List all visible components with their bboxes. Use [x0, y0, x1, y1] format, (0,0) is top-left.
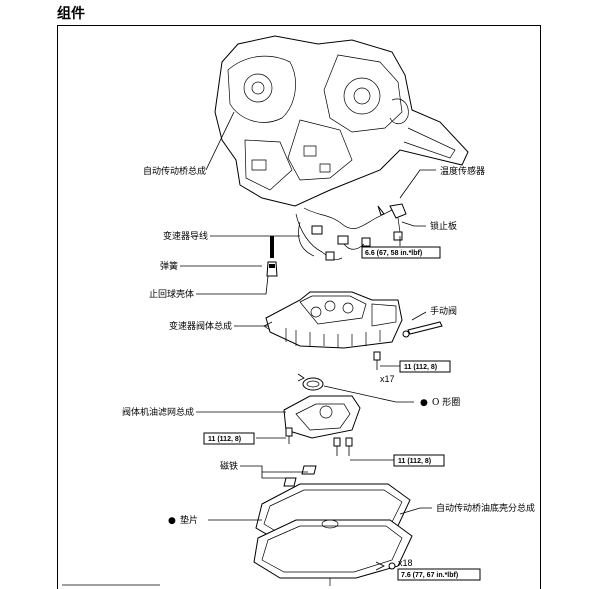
qty-valve-body-bolts: x17	[380, 374, 395, 384]
torque-box-oil-pan: 7.6 (77, 67 in.*lbf)	[397, 568, 481, 581]
label-lock-plate: 锁止板	[430, 220, 457, 232]
strainer-drawing	[283, 395, 361, 456]
torque-strainer-left-text: 11 (112, 8)	[208, 436, 241, 443]
valve-body-drawing	[263, 291, 443, 370]
torque-sensor-text: 6.6 (67, 58 in.*lbf)	[365, 250, 422, 257]
label-o-ring: O 形圈	[432, 396, 460, 408]
leader-o-ring	[323, 385, 414, 403]
label-gasket: 垫片	[180, 514, 198, 526]
label-check-ball: 止回球壳体	[149, 288, 194, 300]
transaxle-housing-drawing	[214, 35, 469, 207]
label-strainer: 阀体机油滤网总成	[122, 406, 194, 418]
torque-strainer-right-text: 11 (112, 8)	[398, 458, 431, 465]
label-temp-sensor: 温度传感器	[440, 165, 485, 177]
o-ring-drawing	[297, 373, 324, 391]
spring-drawing	[266, 236, 278, 277]
label-spring: 弹簧	[160, 260, 178, 272]
qty-oil-pan-bolts: x18	[398, 558, 413, 568]
magnet-drawing	[283, 465, 317, 487]
leader-lock-plate	[401, 221, 426, 227]
leader-transaxle	[205, 111, 235, 171]
torque-oil-pan-text: 7.6 (77, 67 in.*lbf)	[401, 572, 458, 579]
label-wire: 变速器导线	[163, 230, 208, 242]
bullet-o-ring-icon: ●	[420, 398, 428, 408]
leader-lines	[180, 111, 436, 521]
bullet-gasket-icon: ●	[168, 516, 176, 526]
label-transaxle: 自动传动桥总成	[143, 165, 206, 177]
leader-magnet	[240, 465, 308, 479]
leader-manual-valve	[411, 311, 427, 321]
torque-valve-body-text: 11 (112, 8)	[404, 364, 437, 371]
oil-pan-drawing	[253, 483, 413, 586]
label-magnet: 磁铁	[220, 460, 238, 472]
torque-box-strainer-left: 11 (112, 8)	[203, 432, 255, 445]
leader-temp-sensor	[399, 169, 436, 199]
label-valve-body: 变速器阀体总成	[169, 320, 232, 332]
torque-box-valve-body: 11 (112, 8)	[399, 360, 451, 373]
label-oil-pan: 自动传动桥油底壳分总成	[436, 502, 535, 514]
diagram-frame	[57, 25, 541, 589]
leader-check-ball	[196, 275, 269, 295]
wire-harness-drawing	[295, 203, 407, 261]
torque-box-strainer-right: 11 (112, 8)	[393, 454, 445, 467]
torque-box-sensor: 6.6 (67, 58 in.*lbf)	[361, 246, 441, 259]
leader-oil-pan	[399, 507, 432, 515]
label-manual-valve: 手动阀	[430, 305, 457, 317]
page-heading: 组件	[57, 6, 85, 22]
